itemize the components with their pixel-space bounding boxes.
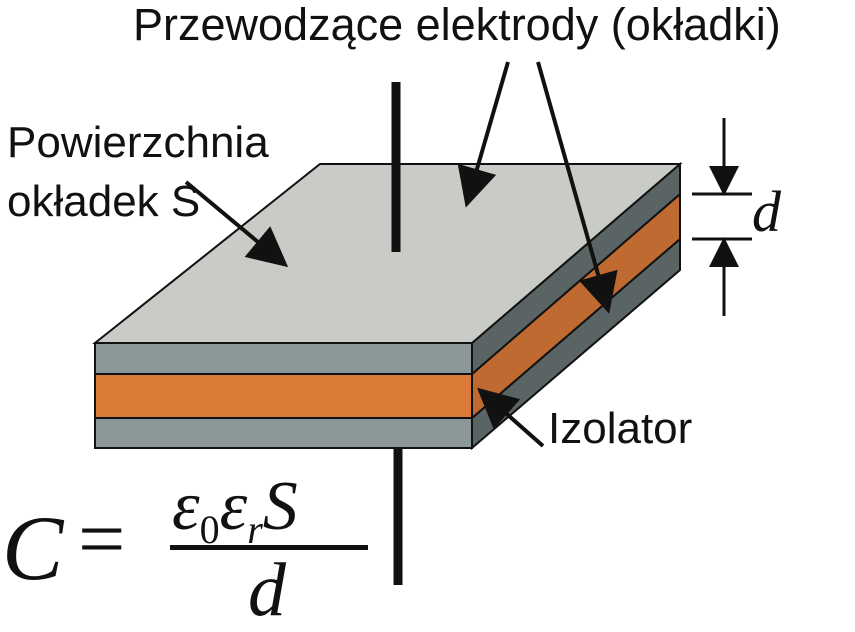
- formula-sub-0: 0: [199, 507, 220, 552]
- formula-equals: =: [78, 493, 126, 586]
- insulator-arrow: [477, 387, 545, 448]
- surface-label: Powierzchnia okładek S: [7, 118, 269, 226]
- formula-eps0: ε: [172, 468, 200, 545]
- formula-epsr: ε: [219, 468, 248, 545]
- surface-arrow: [184, 180, 289, 268]
- formula-lhs: C: [2, 497, 64, 599]
- electrode-arrow-bottom: [536, 61, 618, 314]
- bottom-plate-front: [94, 417, 473, 449]
- top-plate-surface: [92, 163, 683, 344]
- formula-S: S: [262, 468, 298, 545]
- insulator-label: Izolator: [548, 404, 693, 453]
- distance-label: d: [752, 179, 781, 244]
- electrodes-label: Przewodzące elektrody (okładki): [133, 0, 781, 50]
- electrode-arrow-top: [457, 61, 510, 208]
- top-plate-front: [94, 342, 473, 375]
- dielectric-front: [94, 373, 473, 419]
- formula-denominator: d: [248, 548, 286, 632]
- fraction-bar: [170, 545, 368, 550]
- formula-numerator: ε0εrS: [172, 472, 298, 550]
- formula-sub-r: r: [247, 507, 263, 552]
